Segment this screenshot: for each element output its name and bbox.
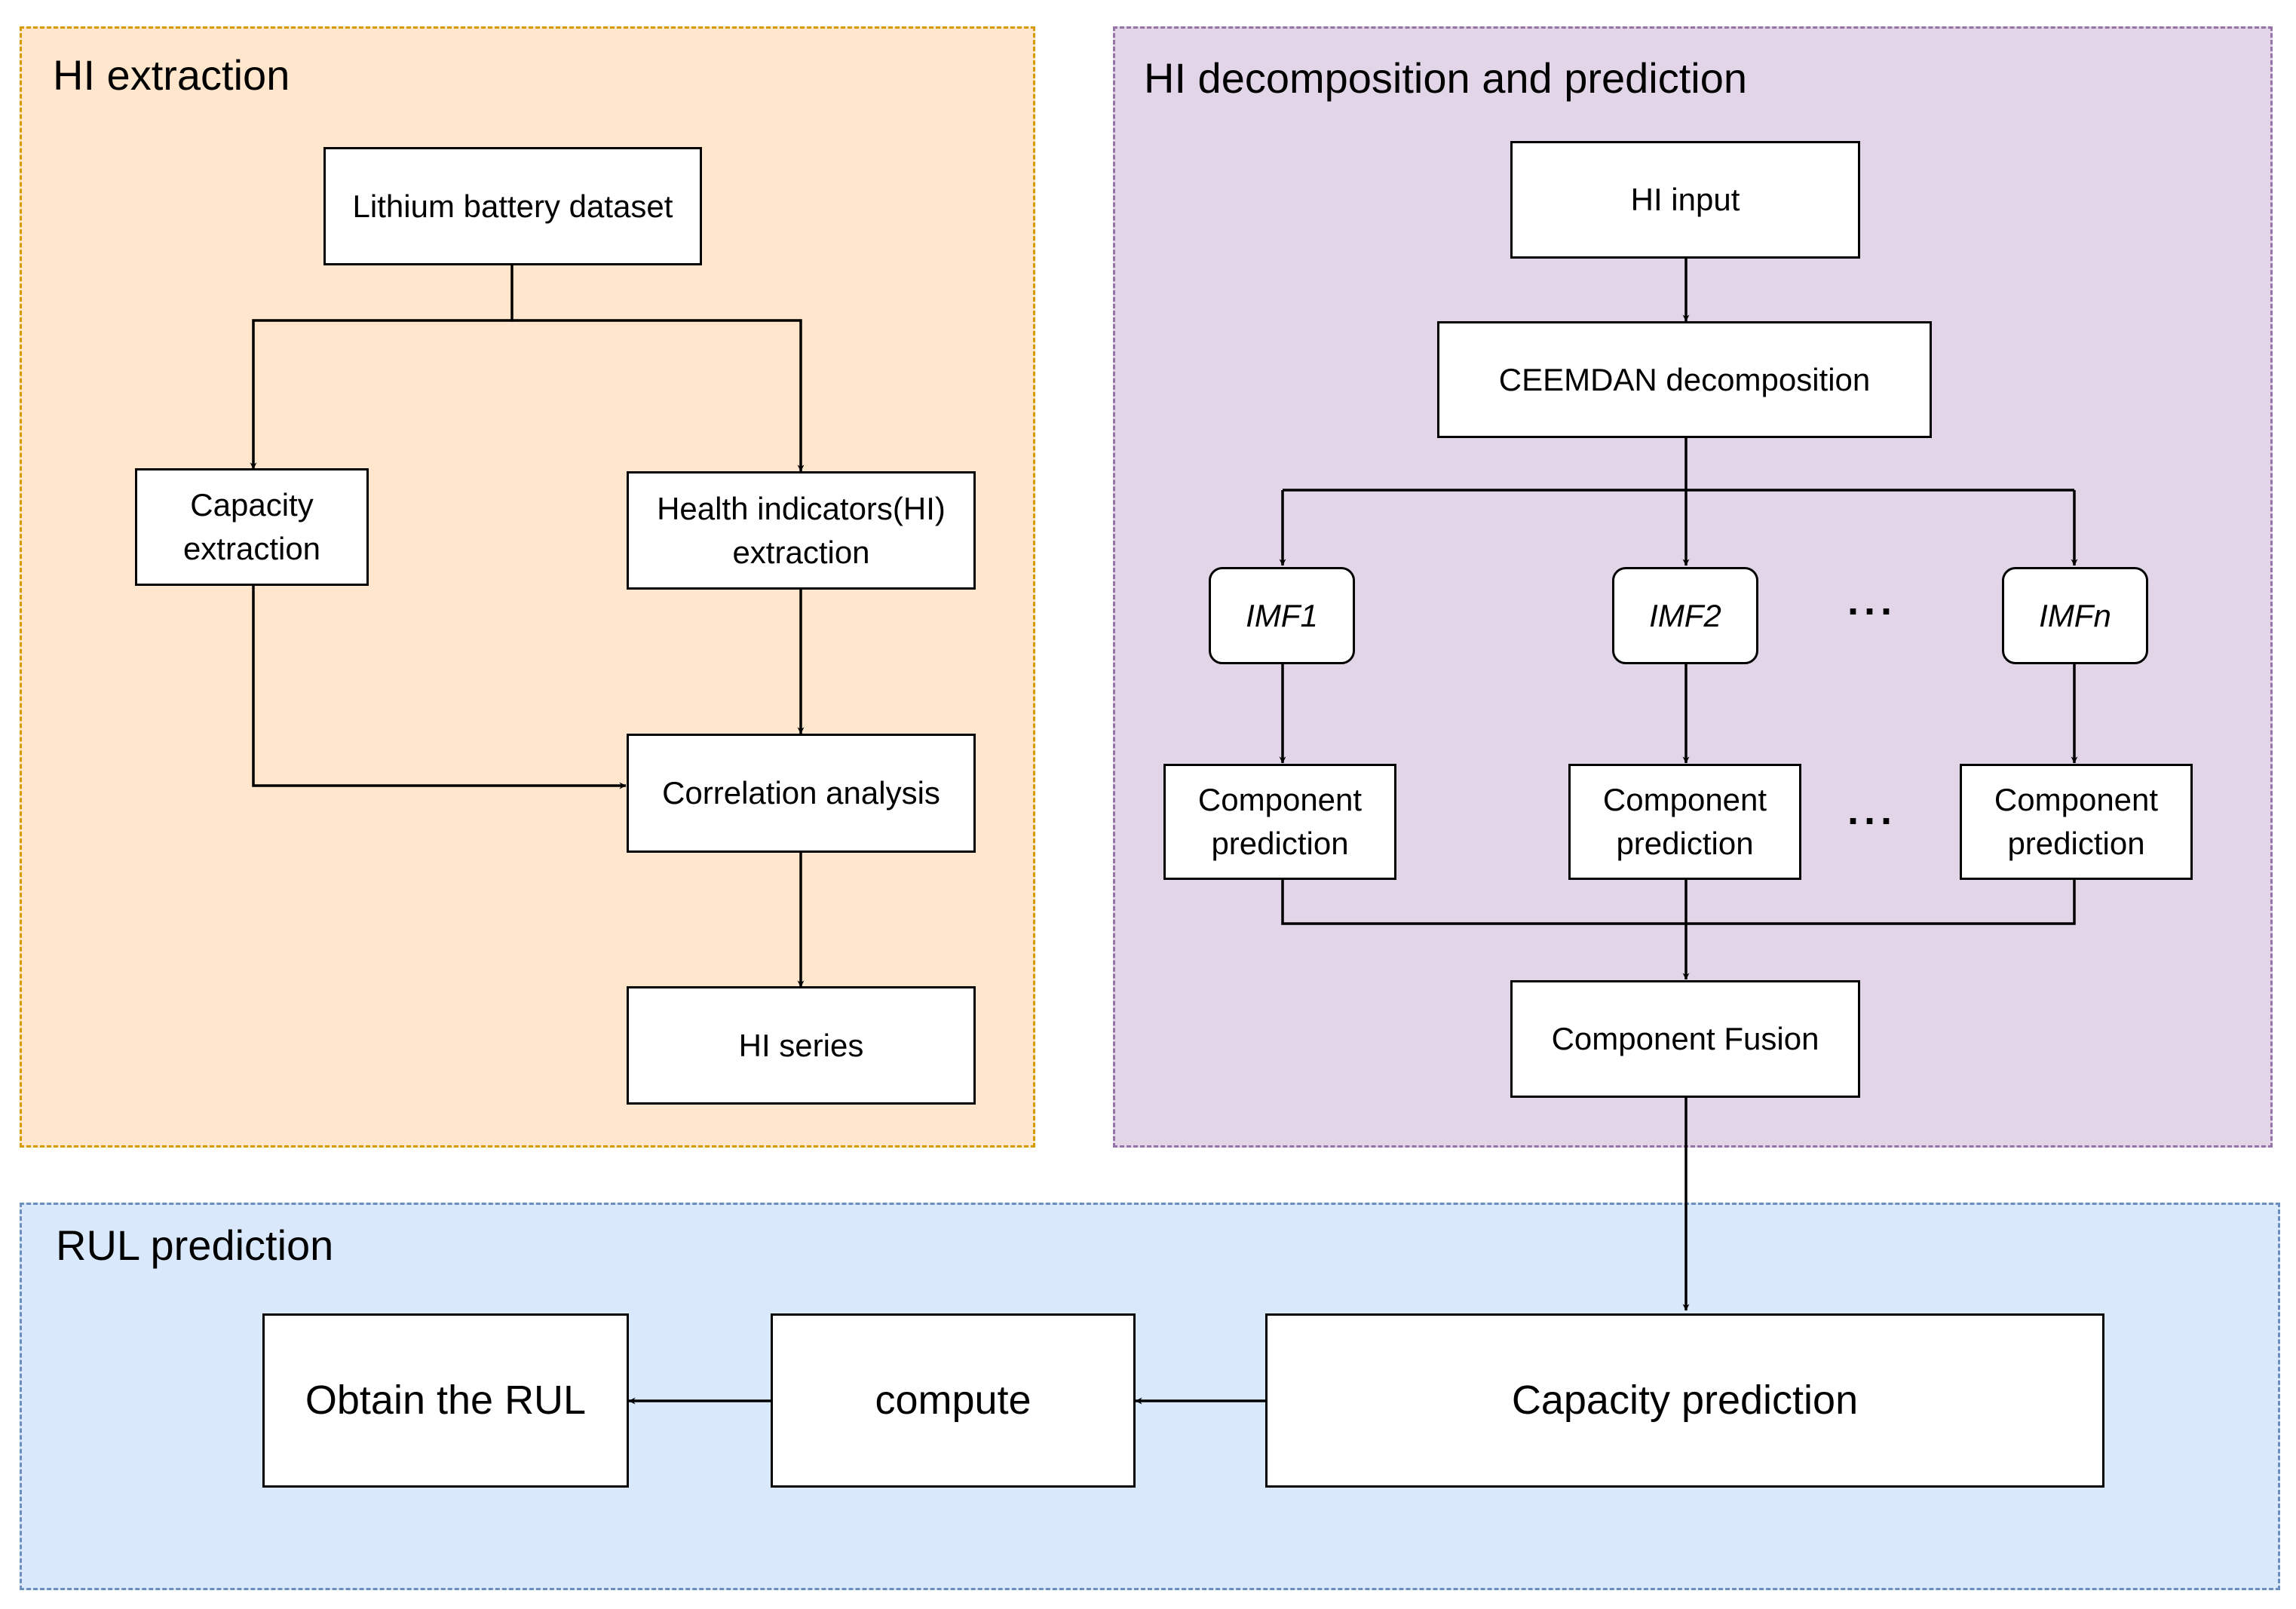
lithium-battery-dataset-label: Lithium battery dataset xyxy=(352,188,673,224)
correlation-analysis-label: Correlation analysis xyxy=(662,775,940,811)
capacity-to-correlation-arrow xyxy=(252,586,627,789)
health-indicators-extraction-label: Health indicators(HI) extraction xyxy=(657,490,946,570)
imf2-box: IMF2 xyxy=(1612,567,1758,664)
compute-label: compute xyxy=(875,1378,1032,1424)
imf2-label: IMF2 xyxy=(1649,597,1721,633)
capacity-prediction-box: Capacity prediction xyxy=(1265,1313,2104,1488)
hi-extraction-title: HI extraction xyxy=(53,51,290,99)
hi-series-label: HI series xyxy=(738,1027,864,1063)
imf1-box: IMF1 xyxy=(1209,567,1355,664)
ceemdan-decomposition-label: CEEMDAN decomposition xyxy=(1498,361,1871,397)
component-prediction-n-box: Component prediction xyxy=(1960,764,2193,880)
imf1-label: IMF1 xyxy=(1246,597,1318,633)
capacity-prediction-label: Capacity prediction xyxy=(1511,1378,1859,1424)
dataset-to-capacity-arrow xyxy=(250,265,513,470)
hi-input-label: HI input xyxy=(1630,182,1740,218)
component-fusion-label: Component Fusion xyxy=(1551,1021,1819,1057)
hi-input-box: HI input xyxy=(1510,141,1860,259)
component-prediction-1-box: Component prediction xyxy=(1163,764,1396,880)
imf-ellipsis: ··· xyxy=(1847,589,1897,634)
imfn-box: IMFn xyxy=(2002,567,2148,664)
component-prediction-1-label: Component prediction xyxy=(1197,782,1363,861)
dataset-to-hi-arrow xyxy=(512,319,805,472)
prediction-ellipsis: ··· xyxy=(1847,798,1897,844)
obtain-rul-label: Obtain the RUL xyxy=(305,1378,587,1424)
obtain-rul-box: Obtain the RUL xyxy=(262,1313,629,1488)
imfn-label: IMFn xyxy=(2039,597,2111,633)
hi-decomposition-title: HI decomposition and prediction xyxy=(1144,54,1748,102)
compute-box: compute xyxy=(771,1313,1136,1488)
correlation-analysis-box: Correlation analysis xyxy=(627,734,976,853)
hi-series-box: HI series xyxy=(627,986,976,1105)
ceemdan-decomposition-box: CEEMDAN decomposition xyxy=(1437,321,1932,438)
component-prediction-2-label: Component prediction xyxy=(1602,782,1767,861)
lithium-battery-dataset-box: Lithium battery dataset xyxy=(323,147,702,265)
predictions-merge-line xyxy=(1281,880,2076,925)
rul-prediction-title: RUL prediction xyxy=(56,1221,334,1269)
component-fusion-box: Component Fusion xyxy=(1510,980,1860,1098)
component-prediction-n-label: Component prediction xyxy=(1994,782,2159,861)
capacity-extraction-label: Capacity extraction xyxy=(182,487,321,566)
capacity-extraction-box: Capacity extraction xyxy=(135,468,369,586)
health-indicators-extraction-box: Health indicators(HI) extraction xyxy=(627,471,976,590)
component-prediction-2-box: Component prediction xyxy=(1568,764,1801,880)
